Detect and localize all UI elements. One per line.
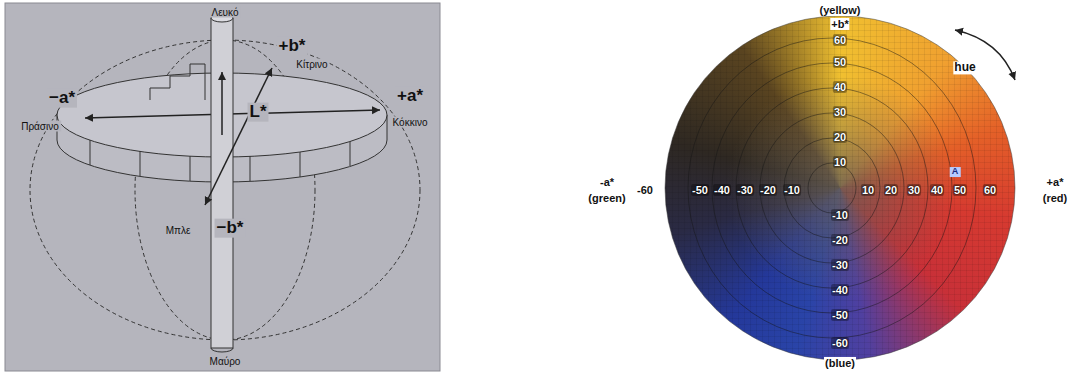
axis-value: -50 <box>691 184 709 196</box>
axis-name: (green) <box>587 192 626 204</box>
color-name: Λευκό <box>209 7 240 18</box>
color-name: Πράσινο <box>19 121 61 132</box>
color-name: Κόκκινο <box>391 117 430 128</box>
axis-value: -10 <box>783 184 801 196</box>
l-axis <box>221 72 223 135</box>
axis-value: -60 <box>831 337 849 349</box>
axis-value: -30 <box>736 184 754 196</box>
grid-mesh <box>665 16 1015 360</box>
axis-label: −b* <box>215 219 246 238</box>
axis-value: 30 <box>833 106 847 118</box>
axis-value: 40 <box>833 81 847 93</box>
axis-name: (blue) <box>824 357 856 369</box>
axis-label: −a* <box>47 89 77 108</box>
panel-ground <box>5 3 440 371</box>
axis-name: (red) <box>1042 192 1068 204</box>
sample-marker: A <box>950 167 961 177</box>
lightness-cylinder <box>211 18 233 348</box>
axis-value: 20 <box>884 184 898 196</box>
axis-value: 50 <box>833 56 847 68</box>
axis-value: -20 <box>759 184 777 196</box>
grid-rings <box>688 38 976 338</box>
axis-name: (yellow) <box>819 4 862 16</box>
axis-value: -40 <box>713 184 731 196</box>
b-axis <box>205 68 272 205</box>
axis-value: 10 <box>861 184 875 196</box>
axis-label: +b* <box>277 37 308 56</box>
axis-value: 10 <box>833 156 847 168</box>
step-shape <box>150 64 205 100</box>
axis-label: +a* <box>395 87 425 106</box>
axis-value: 30 <box>907 184 921 196</box>
axis-value: 40 <box>930 184 944 196</box>
axis-label: -a* <box>599 176 615 188</box>
axis-value: 60 <box>983 184 997 196</box>
axis-label: +b* <box>830 18 849 30</box>
axis-value: -10 <box>831 209 849 221</box>
cylinder-bottom <box>211 348 233 352</box>
axis-label: L* <box>248 103 269 122</box>
axis-value: -20 <box>831 234 849 246</box>
axis-value: -30 <box>831 259 849 271</box>
axis-value: 20 <box>833 131 847 143</box>
wheel-outline <box>665 16 1015 360</box>
color-name: Κίτρινο <box>294 59 329 70</box>
axis-label: +a* <box>1046 176 1065 188</box>
axis-value: 60 <box>833 34 847 46</box>
color-name: Μαύρο <box>208 356 243 367</box>
color-name: Μπλε <box>164 225 193 236</box>
axis-value: -60 <box>636 184 654 196</box>
axis-value: 50 <box>953 184 967 196</box>
hue-label: hue <box>953 61 976 74</box>
axis-value: -50 <box>831 309 849 321</box>
axis-value: -40 <box>831 284 849 296</box>
